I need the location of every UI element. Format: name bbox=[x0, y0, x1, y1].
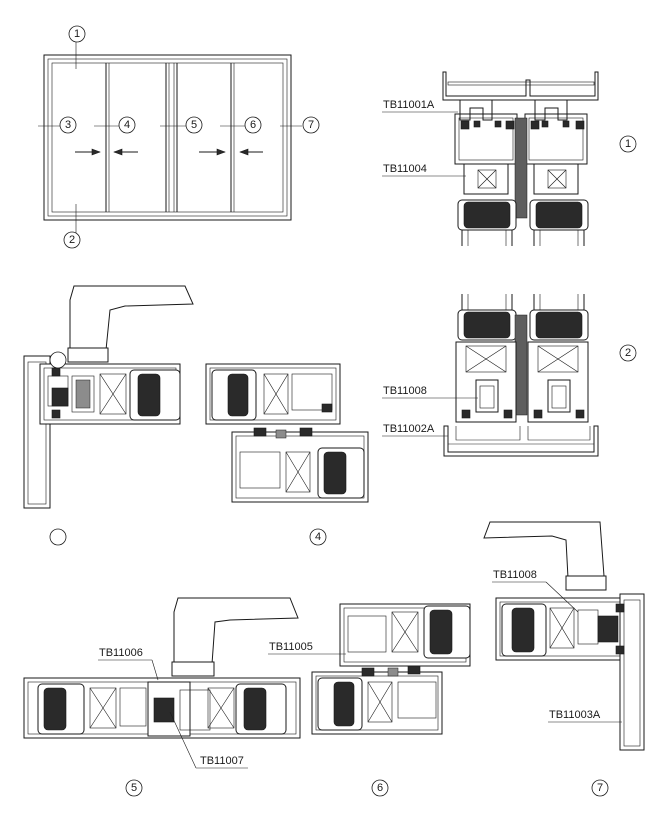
label-tb11008-jamb: TB11008 bbox=[493, 569, 537, 581]
svg-text:2: 2 bbox=[69, 234, 75, 246]
label-tb11001a: TB11001A bbox=[383, 99, 435, 111]
outer-frame bbox=[43, 54, 292, 221]
label-tb11005: TB11005 bbox=[269, 641, 313, 653]
callout-3 bbox=[49, 351, 67, 369]
section-1-head: TB11001A TB11004 1 bbox=[382, 71, 637, 246]
overview-callout-6: 6 bbox=[244, 116, 262, 134]
section-4-meeting: 4 bbox=[205, 363, 369, 546]
svg-text:5: 5 bbox=[131, 782, 137, 794]
svg-text:7: 7 bbox=[308, 119, 314, 131]
svg-text:4: 4 bbox=[315, 531, 321, 543]
callout-5 bbox=[125, 779, 143, 797]
handle-lever-7 bbox=[483, 521, 605, 579]
svg-text:1: 1 bbox=[74, 28, 80, 40]
overview-callout-2: 2 bbox=[63, 231, 81, 249]
label-tb11008-sill: TB11008 bbox=[383, 385, 427, 397]
handle-lever bbox=[69, 285, 194, 351]
overview-callout-7: 7 bbox=[302, 116, 320, 134]
svg-text:2: 2 bbox=[625, 347, 631, 359]
callout-7 bbox=[591, 779, 609, 797]
section-5-meeting: TB11006 TB11007 5 bbox=[23, 597, 301, 797]
handle-lever-5 bbox=[173, 597, 299, 665]
overview-callout-3: 3 bbox=[59, 116, 77, 134]
overview-callout-4: 4 bbox=[118, 116, 136, 134]
svg-text:6: 6 bbox=[377, 782, 383, 794]
svg-text:3: 3 bbox=[65, 119, 71, 131]
section-6-meeting: TB11005 6 bbox=[268, 603, 471, 797]
callout-6 bbox=[371, 779, 389, 797]
callout-2 bbox=[619, 344, 637, 362]
svg-text:4: 4 bbox=[124, 119, 130, 131]
svg-text:6: 6 bbox=[250, 119, 256, 131]
section-7-jamb: TB11008 TB11003A 7 bbox=[483, 521, 645, 797]
svg-text:7: 7 bbox=[597, 782, 603, 794]
label-tb11003a: TB11003A bbox=[549, 709, 601, 721]
section-3-jamb: 3 bbox=[23, 285, 194, 546]
section-2-sill: TB11008 TB11002A 2 bbox=[382, 294, 637, 457]
direction-arrows bbox=[75, 148, 263, 156]
label-tb11006: TB11006 bbox=[99, 647, 143, 659]
label-tb11007: TB11007 bbox=[200, 755, 244, 767]
overview-callout-1: 1 bbox=[68, 25, 86, 43]
label-tb11004: TB11004 bbox=[383, 163, 427, 175]
svg-text:1: 1 bbox=[625, 138, 631, 150]
callout-1 bbox=[619, 135, 637, 153]
overview-elevation: 1 2 3 4 5 6 7 bbox=[38, 25, 320, 249]
label-tb11002a: TB11002A bbox=[383, 423, 435, 435]
overview-callout-5: 5 bbox=[185, 116, 203, 134]
svg-text:5: 5 bbox=[191, 119, 197, 131]
callout-4 bbox=[309, 528, 327, 546]
